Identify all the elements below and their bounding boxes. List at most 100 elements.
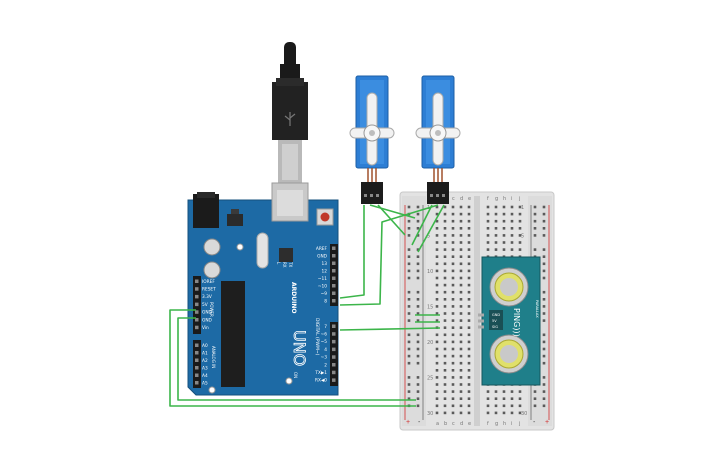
- rail-hole[interactable]: [542, 262, 546, 266]
- rail-hole[interactable]: [416, 319, 420, 322]
- rail-hole[interactable]: [533, 205, 537, 209]
- rail-hole[interactable]: [407, 305, 411, 308]
- tie-hole[interactable]: [510, 234, 514, 237]
- tie-hole[interactable]: [443, 411, 447, 415]
- rail-hole[interactable]: [542, 397, 546, 400]
- tie-hole[interactable]: [467, 205, 471, 209]
- rail-hole[interactable]: [407, 376, 411, 379]
- header-pin[interactable]: [195, 302, 199, 307]
- tie-hole[interactable]: [451, 326, 455, 329]
- tie-hole[interactable]: [443, 227, 447, 230]
- tie-hole[interactable]: [486, 404, 490, 408]
- wire-gnd-rail[interactable]: [177, 317, 416, 401]
- tie-hole[interactable]: [459, 411, 463, 415]
- tie-hole[interactable]: [510, 248, 514, 251]
- tie-hole[interactable]: [435, 312, 439, 315]
- tie-hole[interactable]: [502, 234, 506, 237]
- tie-hole[interactable]: [502, 248, 506, 251]
- tie-hole[interactable]: [451, 248, 455, 251]
- tie-hole[interactable]: [459, 376, 463, 379]
- tie-hole[interactable]: [443, 255, 447, 258]
- tie-hole[interactable]: [486, 411, 490, 415]
- tie-hole[interactable]: [443, 276, 447, 280]
- tie-hole[interactable]: [459, 248, 463, 251]
- header-pin[interactable]: [332, 246, 336, 251]
- tie-hole[interactable]: [518, 248, 522, 251]
- tie-hole[interactable]: [459, 276, 463, 280]
- rail-hole[interactable]: [416, 276, 420, 280]
- tie-hole[interactable]: [467, 305, 471, 308]
- rail-hole[interactable]: [416, 347, 420, 351]
- tie-hole[interactable]: [443, 269, 447, 273]
- usb-cable[interactable]: [272, 42, 308, 184]
- rail-hole[interactable]: [542, 354, 546, 358]
- tie-hole[interactable]: [459, 290, 463, 294]
- tie-hole[interactable]: [459, 283, 463, 287]
- tie-hole[interactable]: [435, 205, 439, 209]
- rail-hole[interactable]: [416, 390, 420, 393]
- tie-hole[interactable]: [443, 219, 447, 223]
- wire-servo-left-power[interactable]: [369, 204, 416, 219]
- tie-hole[interactable]: [502, 227, 506, 230]
- tie-hole[interactable]: [435, 383, 439, 386]
- tie-hole[interactable]: [435, 219, 439, 223]
- rail-hole[interactable]: [542, 319, 546, 322]
- tie-hole[interactable]: [467, 411, 471, 415]
- tie-hole[interactable]: [451, 347, 455, 351]
- tie-hole[interactable]: [443, 397, 447, 400]
- tie-hole[interactable]: [459, 390, 463, 393]
- header-pin[interactable]: [332, 291, 336, 296]
- rail-hole[interactable]: [416, 248, 420, 251]
- tie-hole[interactable]: [451, 255, 455, 258]
- tie-hole[interactable]: [435, 319, 439, 322]
- tie-hole[interactable]: [467, 255, 471, 258]
- tie-hole[interactable]: [467, 283, 471, 287]
- tie-hole[interactable]: [443, 340, 447, 344]
- tie-hole[interactable]: [459, 333, 463, 337]
- tie-hole[interactable]: [510, 219, 514, 223]
- header-pin[interactable]: [332, 284, 336, 288]
- tie-hole[interactable]: [459, 205, 463, 209]
- rail-hole[interactable]: [407, 347, 411, 351]
- rail-hole[interactable]: [407, 269, 411, 273]
- header-pin[interactable]: [332, 363, 336, 367]
- rail-hole[interactable]: [407, 312, 411, 315]
- tie-hole[interactable]: [467, 404, 471, 408]
- tie-hole[interactable]: [459, 241, 463, 244]
- rail-hole[interactable]: [407, 383, 411, 386]
- rail-hole[interactable]: [416, 361, 420, 365]
- tie-hole[interactable]: [443, 283, 447, 287]
- tie-hole[interactable]: [443, 290, 447, 294]
- rail-hole[interactable]: [416, 234, 420, 237]
- wire-servo-right-signal[interactable]: [339, 204, 439, 306]
- rail-hole[interactable]: [407, 354, 411, 358]
- tie-hole[interactable]: [467, 361, 471, 365]
- rail-hole[interactable]: [407, 205, 411, 209]
- header-pin[interactable]: [195, 325, 199, 330]
- wires[interactable]: [169, 204, 445, 407]
- tie-hole[interactable]: [435, 369, 439, 372]
- rail-hole[interactable]: [407, 227, 411, 230]
- rail-hole[interactable]: [407, 255, 411, 258]
- tie-hole[interactable]: [451, 319, 455, 322]
- tie-hole[interactable]: [486, 241, 490, 244]
- tie-hole[interactable]: [459, 212, 463, 216]
- tie-hole[interactable]: [435, 411, 439, 415]
- tie-hole[interactable]: [467, 319, 471, 322]
- rail-hole[interactable]: [416, 219, 420, 223]
- tie-hole[interactable]: [451, 283, 455, 287]
- sensor-pin[interactable]: [478, 325, 484, 329]
- tie-hole[interactable]: [467, 326, 471, 329]
- tie-hole[interactable]: [443, 361, 447, 365]
- tie-hole[interactable]: [443, 319, 447, 322]
- tie-hole[interactable]: [467, 347, 471, 351]
- tie-hole[interactable]: [459, 404, 463, 408]
- rail-hole[interactable]: [407, 219, 411, 223]
- tie-hole[interactable]: [467, 219, 471, 223]
- header-pin[interactable]: [332, 332, 336, 336]
- tie-hole[interactable]: [502, 219, 506, 223]
- servo-left[interactable]: [349, 75, 395, 204]
- rail-hole[interactable]: [542, 298, 546, 301]
- rail-hole[interactable]: [407, 333, 411, 337]
- tie-hole[interactable]: [435, 340, 439, 344]
